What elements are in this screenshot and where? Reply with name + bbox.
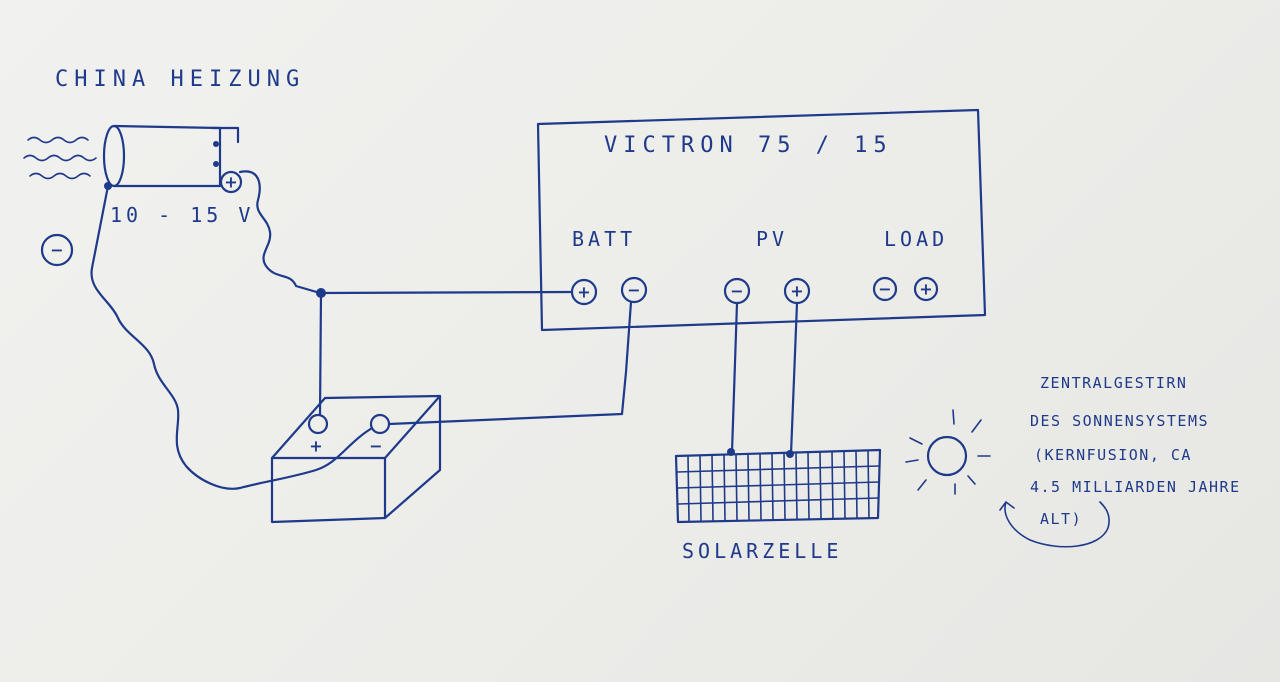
- solar-panel-cell-line: [843, 450, 846, 520]
- solar-panel-label: SOLARZELLE: [682, 539, 842, 563]
- sun-icon: [905, 409, 991, 495]
- solar-panel-cell-line: [747, 453, 750, 521]
- solar-panel-cell-line: [771, 452, 774, 521]
- wire-heater-plus-to-junction: [238, 170, 322, 295]
- wire-pv-plus: [789, 301, 799, 456]
- solar-panel-cell-line: [759, 452, 762, 521]
- heater-voltage: 10 - 15 V: [110, 203, 254, 227]
- sun-note-bracket: [999, 501, 1110, 548]
- heater-label: CHINA HEIZUNG: [55, 67, 305, 92]
- load-minus-terminal: −: [872, 276, 898, 302]
- section-batt: BATT: [572, 227, 636, 251]
- sun-note-line: 4.5 MILLIARDEN JAHRE: [1030, 478, 1241, 496]
- solar-panel-cell-line: [723, 453, 726, 522]
- batt-minus-terminal: −: [620, 276, 648, 304]
- solar-panel-cell-line: [855, 449, 858, 519]
- wire-pv-minus: [730, 301, 739, 454]
- svg-text:−: −: [627, 281, 640, 300]
- wire-battery-minus-to-batt-minus: [387, 300, 633, 426]
- svg-text:+: +: [919, 280, 932, 299]
- solar-panel-cell-line: [735, 453, 738, 521]
- solar-panel-cell-line: [795, 451, 798, 520]
- load-plus-terminal: +: [913, 276, 939, 302]
- svg-text:−: −: [50, 241, 63, 260]
- battery-minus-post: [369, 413, 391, 435]
- solar-panel-cell-line: [687, 454, 690, 522]
- victron-controller-box: [536, 108, 987, 332]
- solar-panel-icon: [674, 448, 882, 524]
- heater-minus-symbol: −: [40, 233, 74, 267]
- battery-plus-post: [307, 413, 329, 435]
- svg-text:−: −: [730, 282, 743, 301]
- svg-text:+: +: [577, 283, 590, 302]
- solar-panel-cell-line: [831, 450, 834, 520]
- heater-cylinder-icon: [102, 124, 240, 190]
- controller-title: VICTRON 75 / 15: [604, 133, 893, 158]
- solar-panel-cell-line: [807, 451, 810, 520]
- pv-minus-terminal: −: [723, 277, 751, 305]
- svg-text:+: +: [790, 282, 803, 301]
- solar-panel-cell-line: [711, 454, 714, 522]
- solar-panel-cell-line: [783, 452, 786, 521]
- wire-junction-to-battery-plus: [318, 291, 323, 417]
- pv-plus-terminal: +: [783, 277, 811, 305]
- section-load: LOAD: [884, 227, 948, 251]
- wire-junction-to-batt-plus: [319, 290, 574, 295]
- section-pv: PV: [756, 227, 788, 251]
- battery-minus-label: −: [369, 437, 382, 456]
- heat-waves-icon: [23, 136, 97, 180]
- sun-note: ZENTRALGESTIRN DES SONNENSYSTEMS (KERNFU…: [1030, 374, 1241, 528]
- sun-note-line: ALT): [1040, 510, 1082, 528]
- svg-text:+: +: [224, 173, 237, 192]
- sun-note-line: DES SONNENSYSTEMS: [1030, 412, 1209, 430]
- wire-heater-minus-to-battery-minus: [90, 184, 374, 490]
- sun-note-line: (KERNFUSION, CA: [1034, 446, 1192, 464]
- solar-panel-cell-line: [699, 454, 702, 522]
- batt-plus-terminal: +: [570, 278, 598, 306]
- solar-panel-cell-line: [819, 450, 822, 520]
- sun-note-line: ZENTRALGESTIRN: [1040, 374, 1187, 392]
- solar-panel-cell-line: [867, 449, 870, 519]
- svg-text:−: −: [878, 280, 891, 299]
- battery-plus-label: +: [309, 437, 322, 456]
- battery-icon: [270, 394, 442, 524]
- heater-plus-terminal: +: [219, 170, 243, 194]
